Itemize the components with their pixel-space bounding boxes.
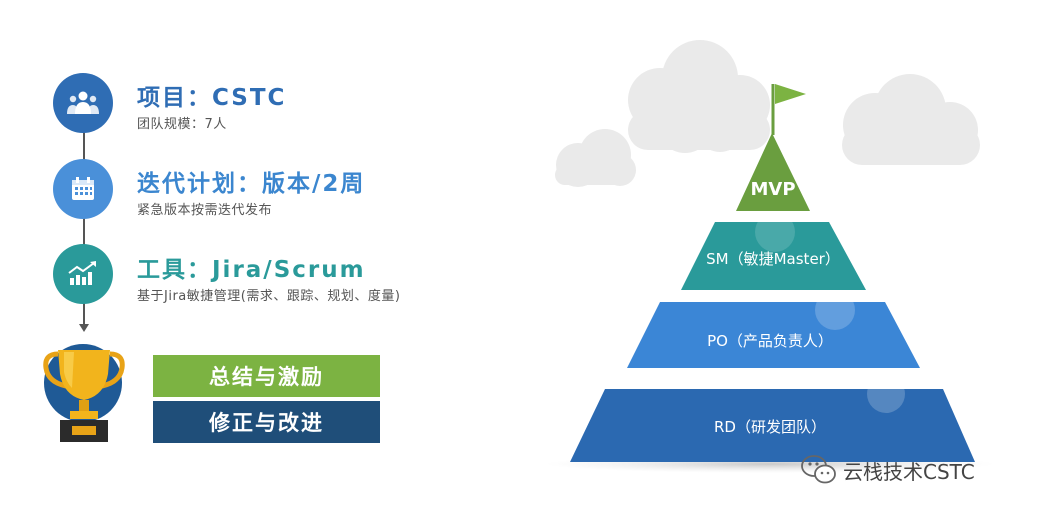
pyramid-level-rd (570, 389, 975, 462)
iteration-title: 迭代计划：版本/2周 (137, 171, 366, 197)
cloud-icon (842, 74, 980, 165)
project-circle (53, 73, 113, 133)
highlight-bubble (815, 290, 855, 330)
flag-icon (775, 84, 806, 104)
cloud-icon (628, 40, 770, 153)
highlight-bubble (755, 212, 795, 252)
trophy-icon (43, 350, 125, 442)
rd-label: RD（研发团队） (714, 418, 826, 436)
po-label: PO（产品负责人） (707, 332, 833, 350)
cloud-icon (555, 129, 636, 187)
arrow-down-icon (79, 324, 89, 332)
project-title: 项目：CSTC (137, 85, 287, 111)
calendar-icon (72, 177, 94, 200)
pyramid-diagram (545, 40, 995, 473)
tool-title: 工具：Jira/Scrum (137, 257, 366, 283)
connector-line (83, 303, 85, 325)
connector-line (83, 218, 85, 246)
chart-growth-icon (68, 261, 96, 285)
project-subtitle: 团队规模：7人 (137, 117, 227, 132)
mvp-label: MVP (750, 179, 796, 200)
iteration-circle (53, 159, 113, 219)
watermark-text: 云栈技术CSTC (843, 460, 975, 484)
wechat-icon (801, 455, 836, 484)
tool-subtitle: 基于Jira敏捷管理(需求、跟踪、规划、度量) (137, 289, 401, 304)
connector-line (83, 132, 85, 160)
highlight-bubble (867, 375, 905, 413)
sm-label: SM（敏捷Master） (706, 250, 840, 268)
pyramid-level-mvp (736, 133, 810, 211)
iteration-subtitle: 紧急版本按需迭代发布 (137, 203, 273, 218)
team-icon (67, 91, 99, 114)
summary-bar: 总结与激励 (153, 355, 380, 397)
tool-circle (53, 244, 113, 304)
pyramid-level-po (627, 302, 920, 368)
improve-bar: 修正与改进 (153, 401, 380, 443)
pyramid-level-sm (681, 222, 866, 290)
